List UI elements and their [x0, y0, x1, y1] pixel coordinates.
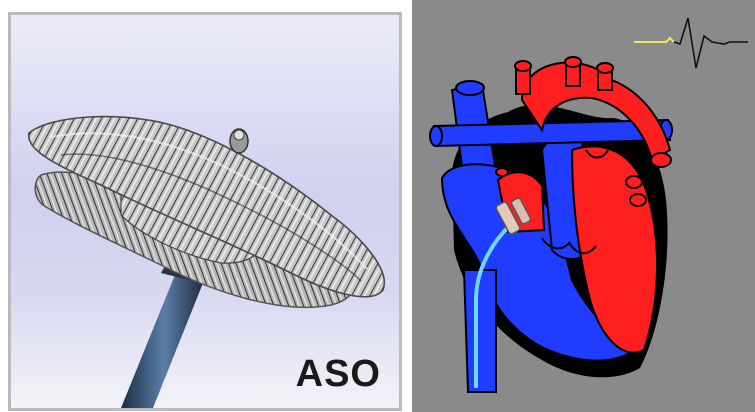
occluder-hub [230, 129, 248, 153]
device-photo-frame: ASO [8, 12, 402, 411]
heart-diagram [412, 0, 755, 412]
device-photo-panel: ASO [0, 0, 407, 412]
device-caption: ASO [296, 353, 381, 396]
ecg-trace [634, 18, 748, 68]
heart-diagram-panel [412, 0, 755, 412]
occluder-device-illustration [11, 15, 399, 408]
